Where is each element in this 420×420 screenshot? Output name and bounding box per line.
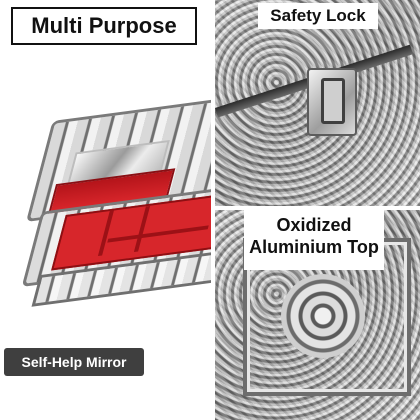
lock-hasp-icon [321, 78, 345, 124]
safety-lock-photo [215, 0, 420, 206]
oxidized-label-line2: Aluminium Top [249, 237, 379, 257]
self-help-mirror-label: Self-Help Mirror [4, 348, 144, 376]
panel-gutter-horizontal [215, 206, 420, 210]
safety-lock-label: Safety Lock [258, 3, 378, 29]
oxidized-top-label: Oxidized Aluminium Top [244, 210, 384, 270]
oxidized-label-line1: Oxidized [276, 215, 352, 235]
flower-medallion-icon [281, 274, 365, 358]
panel-gutter-vertical [211, 0, 215, 420]
multi-purpose-label: Multi Purpose [11, 7, 197, 45]
